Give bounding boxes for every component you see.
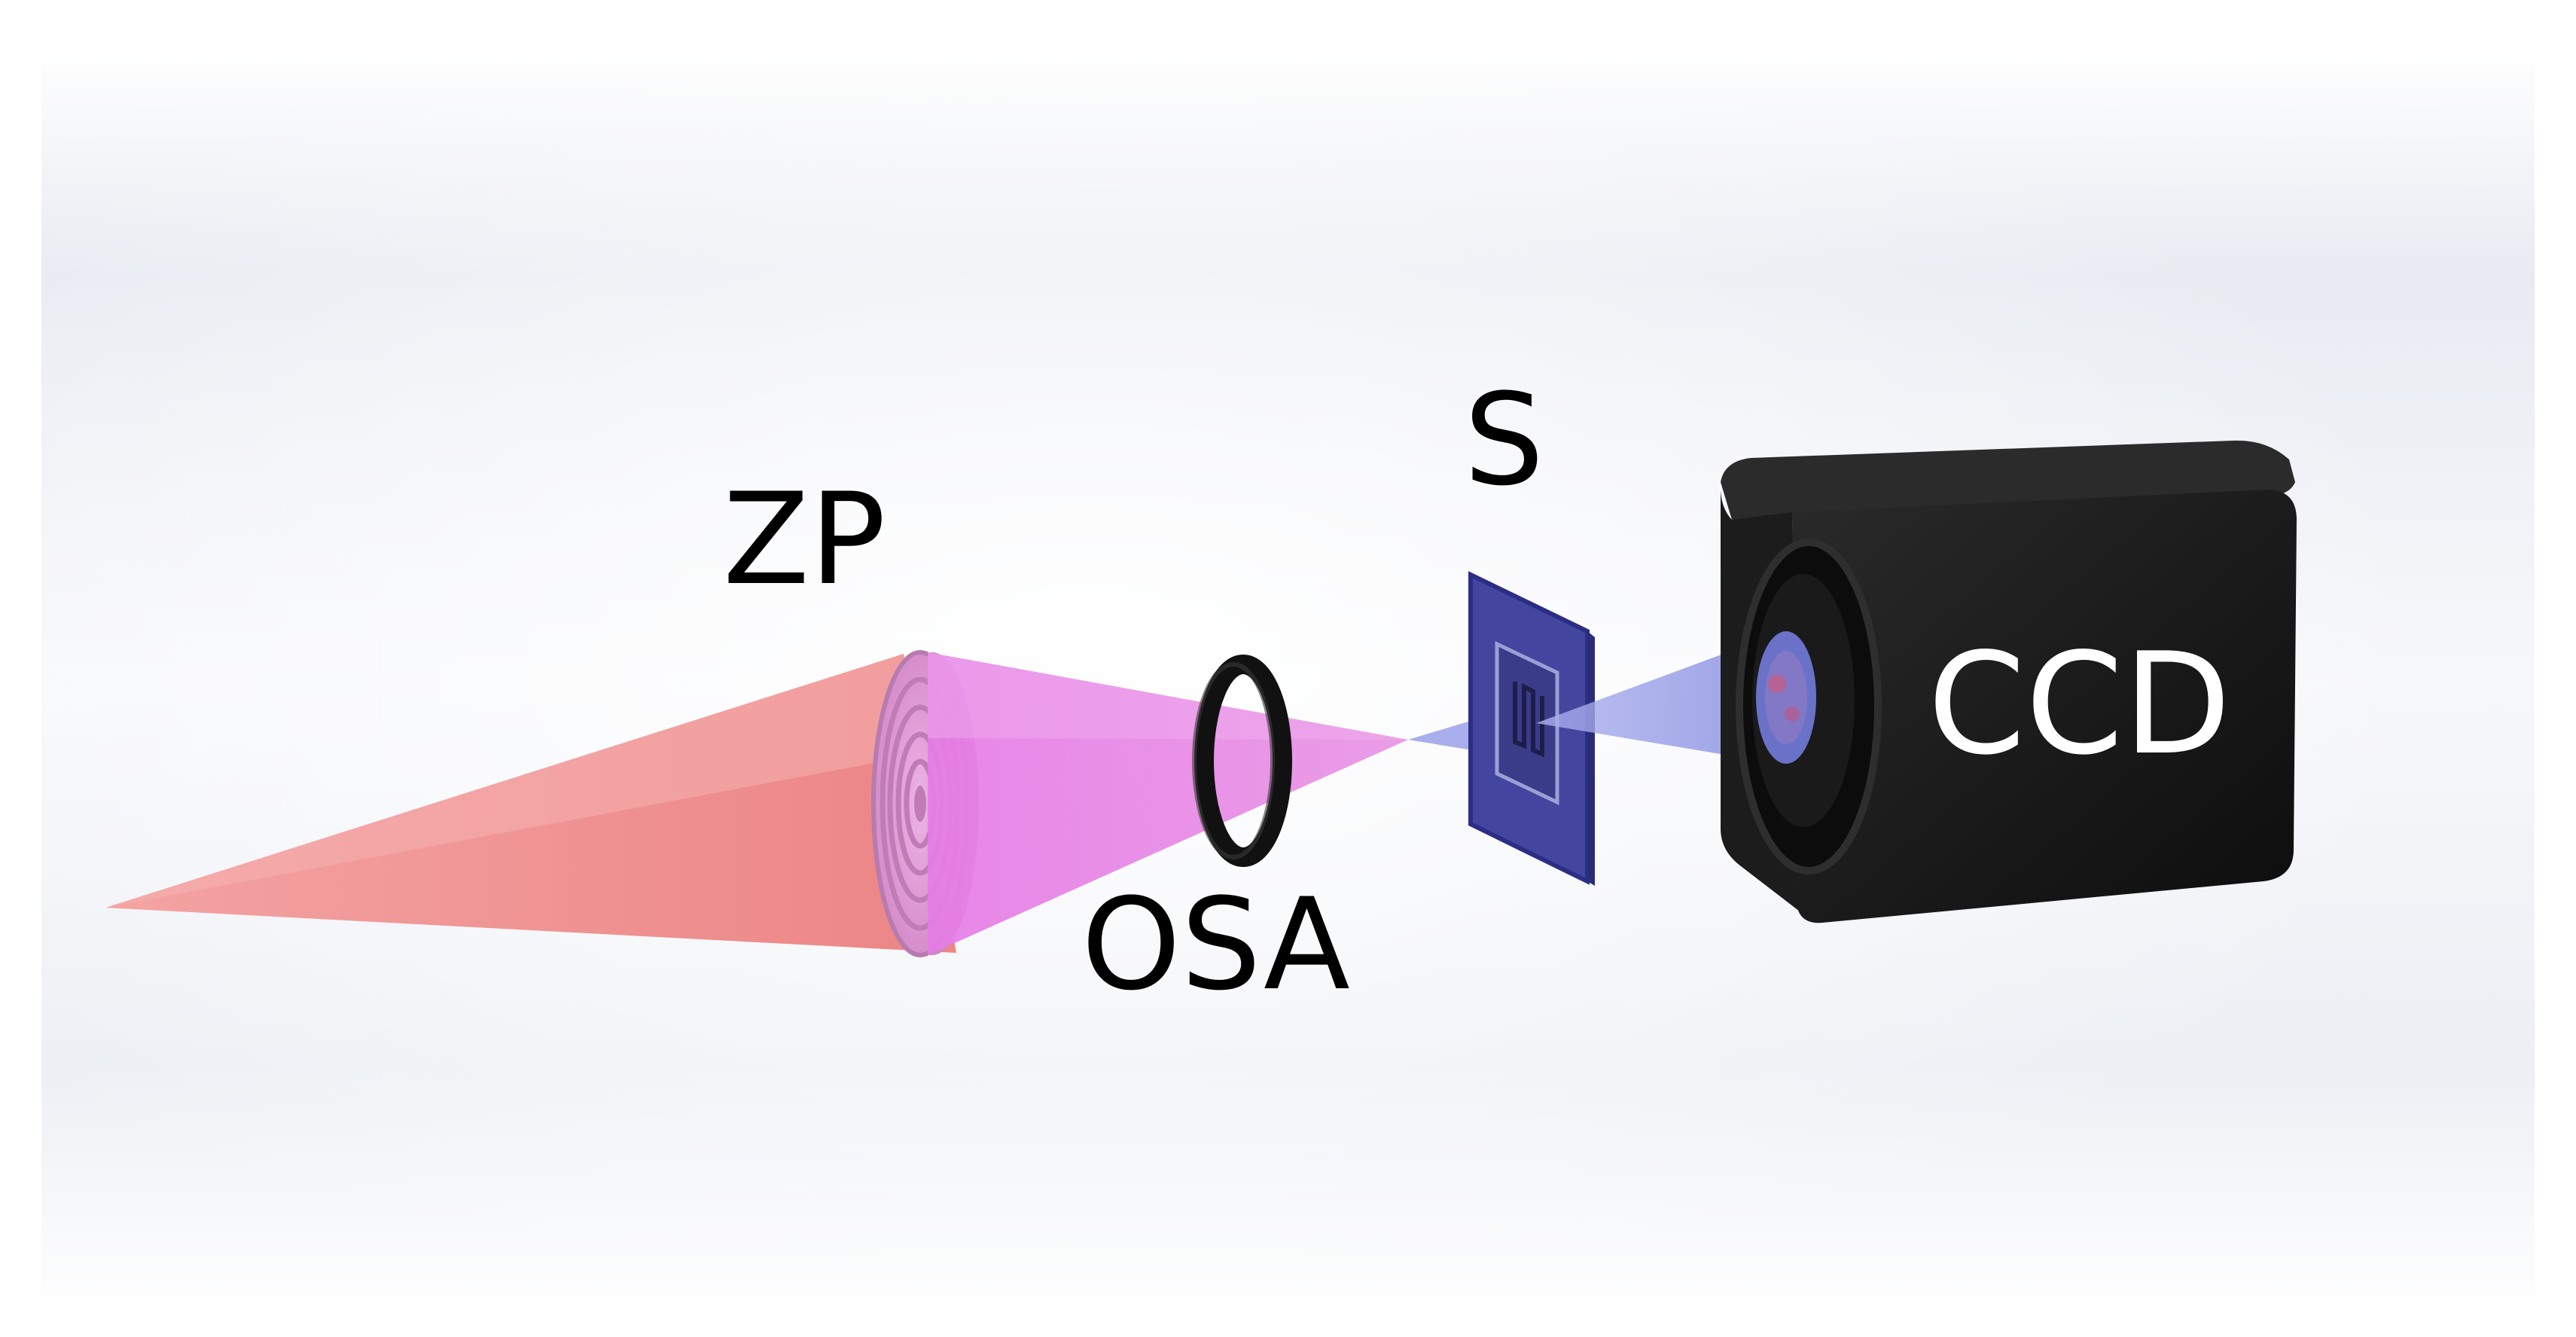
sample-label: S [1464, 366, 1544, 514]
sample-pattern [1513, 682, 1544, 758]
zone-plate-label: ZP [723, 466, 886, 613]
incident-beam [105, 654, 956, 953]
sample [1468, 571, 1595, 886]
order-sorting-aperture [1192, 655, 1292, 867]
aperture-label: OSA [1081, 871, 1350, 1018]
ccd-label: CCD [1928, 622, 2231, 786]
ccd-camera [1721, 440, 2297, 923]
